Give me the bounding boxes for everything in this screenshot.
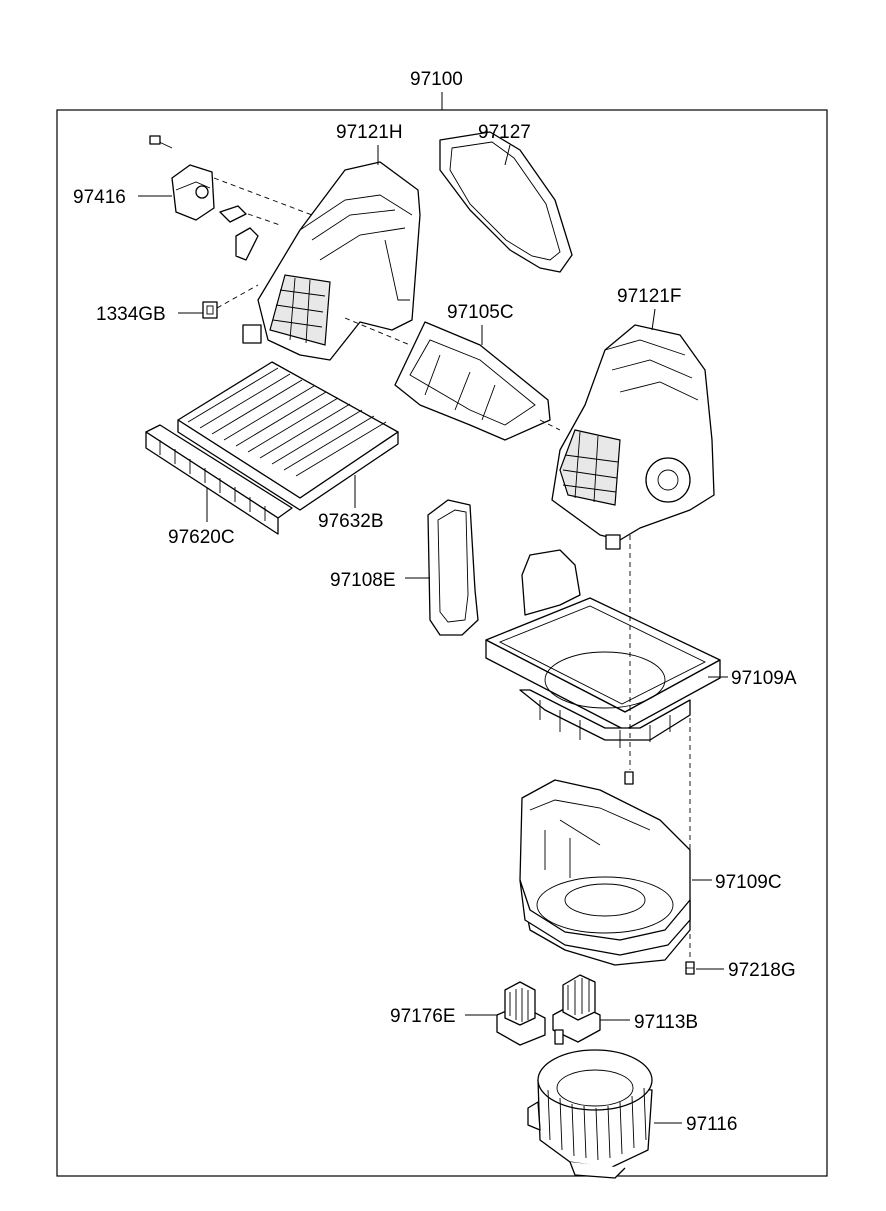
label-97620C: 97620C [168, 527, 235, 548]
label-97121F: 97121F [617, 286, 681, 307]
part-97109A-upper-housing[interactable] [485, 535, 721, 960]
part-97176E-resistor[interactable] [496, 981, 546, 1046]
label-97632B: 97632B [318, 511, 384, 532]
assembly-label: 97100 [410, 69, 463, 90]
label-97113B: 97113B [634, 1012, 698, 1033]
label-97176E: 97176E [390, 1006, 456, 1027]
label-97127: 97127 [478, 122, 531, 143]
label-97108E: 97108E [330, 570, 396, 591]
label-1334GB: 1334GB [96, 304, 166, 325]
part-97105C-door[interactable] [344, 317, 561, 441]
assembly-frame [56, 109, 828, 1177]
part-97632B-filter[interactable] [177, 361, 399, 511]
label-97218G: 97218G [728, 960, 796, 981]
part-97121H-upper-case[interactable] [242, 161, 421, 361]
part-97116-blower-motor[interactable] [527, 1049, 653, 1179]
part-97109C-lower-case[interactable] [519, 779, 691, 966]
label-97109A: 97109A [731, 668, 797, 689]
part-97620C-filter-frame[interactable] [145, 424, 293, 535]
part-97121F-intake-case[interactable] [551, 324, 715, 550]
part-97218G-screw[interactable] [685, 961, 695, 975]
label-97105C: 97105C [447, 302, 514, 323]
part-97416-actuator[interactable] [149, 135, 321, 261]
part-97113B-module[interactable] [552, 974, 601, 1045]
label-97109C: 97109C [715, 872, 782, 893]
part-97108E-duct[interactable] [427, 499, 479, 636]
label-97121H: 97121H [336, 122, 403, 143]
part-1334GB-nut[interactable] [202, 284, 259, 319]
part-97127-seal[interactable] [439, 131, 573, 273]
label-97416: 97416 [73, 187, 126, 208]
label-97116: 97116 [686, 1114, 737, 1135]
